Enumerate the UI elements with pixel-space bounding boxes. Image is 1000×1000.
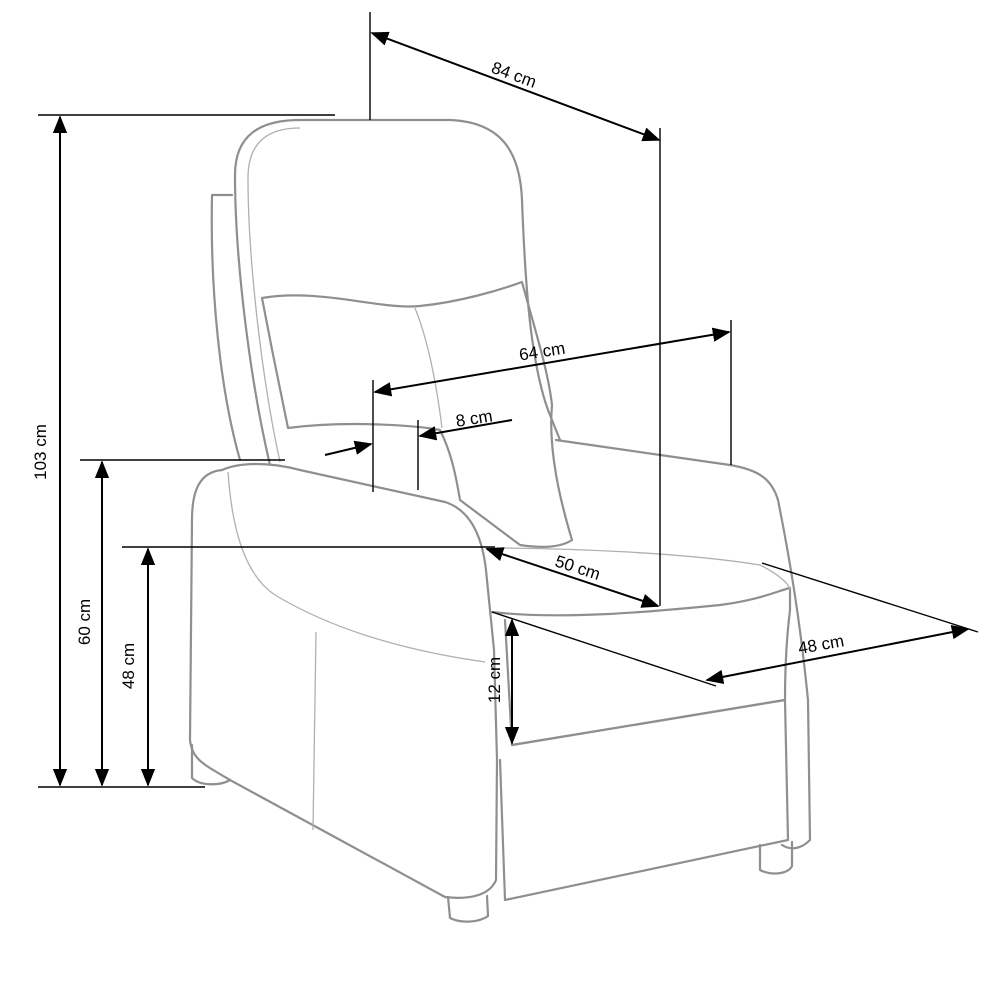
front-foot [446,894,490,923]
right-front-foot [758,840,794,875]
label-armrest-height: 60 cm [75,599,94,645]
label-total-height: 103 cm [31,424,50,480]
backrest-side [210,193,242,462]
left-side-panel [188,468,447,899]
dimension-seat-depth: 50 cm [485,547,660,608]
label-cushion-thickness: 12 cm [485,657,504,703]
dimension-total-height: 103 cm [31,114,335,788]
lumbar-cushion [260,280,574,548]
dimension-seat-width: 48 cm [491,562,979,687]
dimension-armrest-height: 60 cm [75,459,285,787]
dimension-armrest-width: 8 cm [324,406,513,490]
left-armrest [220,462,499,899]
chair-outline [188,118,812,923]
right-armrest [554,438,812,850]
footrest [498,698,790,902]
label-armrest-width: 8 cm [454,406,493,431]
dimension-cushion-thickness: 12 cm [485,618,520,745]
left-front-foot [190,743,232,786]
dimension-overall-depth: 84 cm [369,12,661,606]
seat-cushion [490,586,792,747]
backrest [233,118,562,467]
dimension-seat-height: 48 cm [119,546,495,787]
label-seat-height: 48 cm [119,643,138,689]
